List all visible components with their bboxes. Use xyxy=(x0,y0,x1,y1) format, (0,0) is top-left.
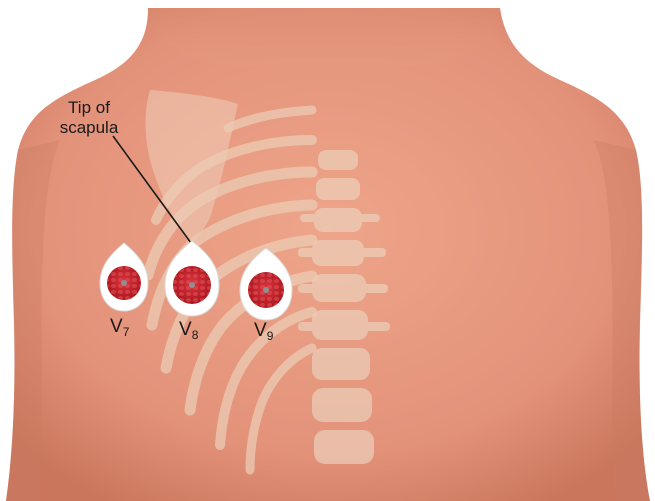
tip-of-scapula-label: Tip of scapula xyxy=(34,98,144,138)
lead-number: 8 xyxy=(192,328,199,342)
lead-label-v7: V7 xyxy=(110,317,129,342)
lead-number: 9 xyxy=(267,329,274,343)
lead-letter: V xyxy=(179,319,192,340)
lead-number: 7 xyxy=(123,325,130,339)
tip-of-scapula-line2: scapula xyxy=(34,118,144,138)
lead-label-v8: V8 xyxy=(179,320,198,345)
lead-letter: V xyxy=(254,320,267,341)
lead-label-v9: V9 xyxy=(254,321,273,346)
neck xyxy=(150,8,500,69)
lead-letter: V xyxy=(110,316,123,337)
tip-of-scapula-line1: Tip of xyxy=(34,98,144,118)
